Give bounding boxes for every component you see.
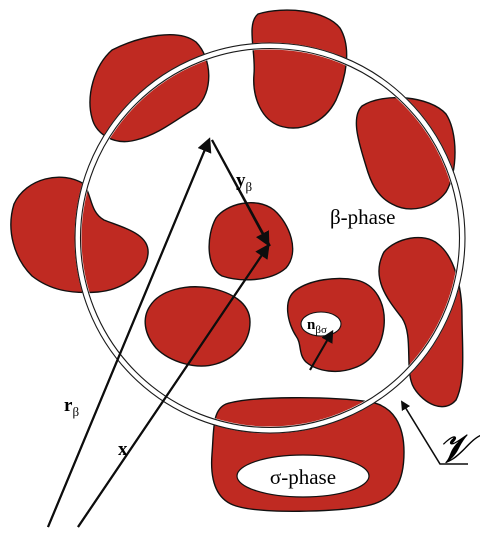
volume-callout [400,400,468,465]
sigma-phase-white-inclusion [236,454,370,498]
sigma-phase-label: σ-phase [270,465,336,489]
y-beta-vector-line [211,139,270,247]
r-beta-label: rβ [64,395,79,419]
r-beta-vector-line [47,137,212,528]
x-label: x [118,439,128,460]
n-beta-sigma-label: nβσ [307,317,327,336]
y-beta-label: yβ [236,170,253,194]
volume-callout-line [400,400,468,465]
particle-top-center [251,9,348,129]
x-vector-line [77,243,270,528]
averaging-volume-circle [74,42,466,434]
particle-top-right [355,96,456,210]
vectors [47,137,334,528]
particle-right [378,236,464,408]
particle-center [208,202,294,281]
beta-inclusions [236,311,370,498]
particle-bottom-left [144,286,251,367]
normal-vector-line [309,329,334,371]
volume-label: 𝓥 [438,426,480,471]
beta-phase-label: β-phase [330,205,396,229]
